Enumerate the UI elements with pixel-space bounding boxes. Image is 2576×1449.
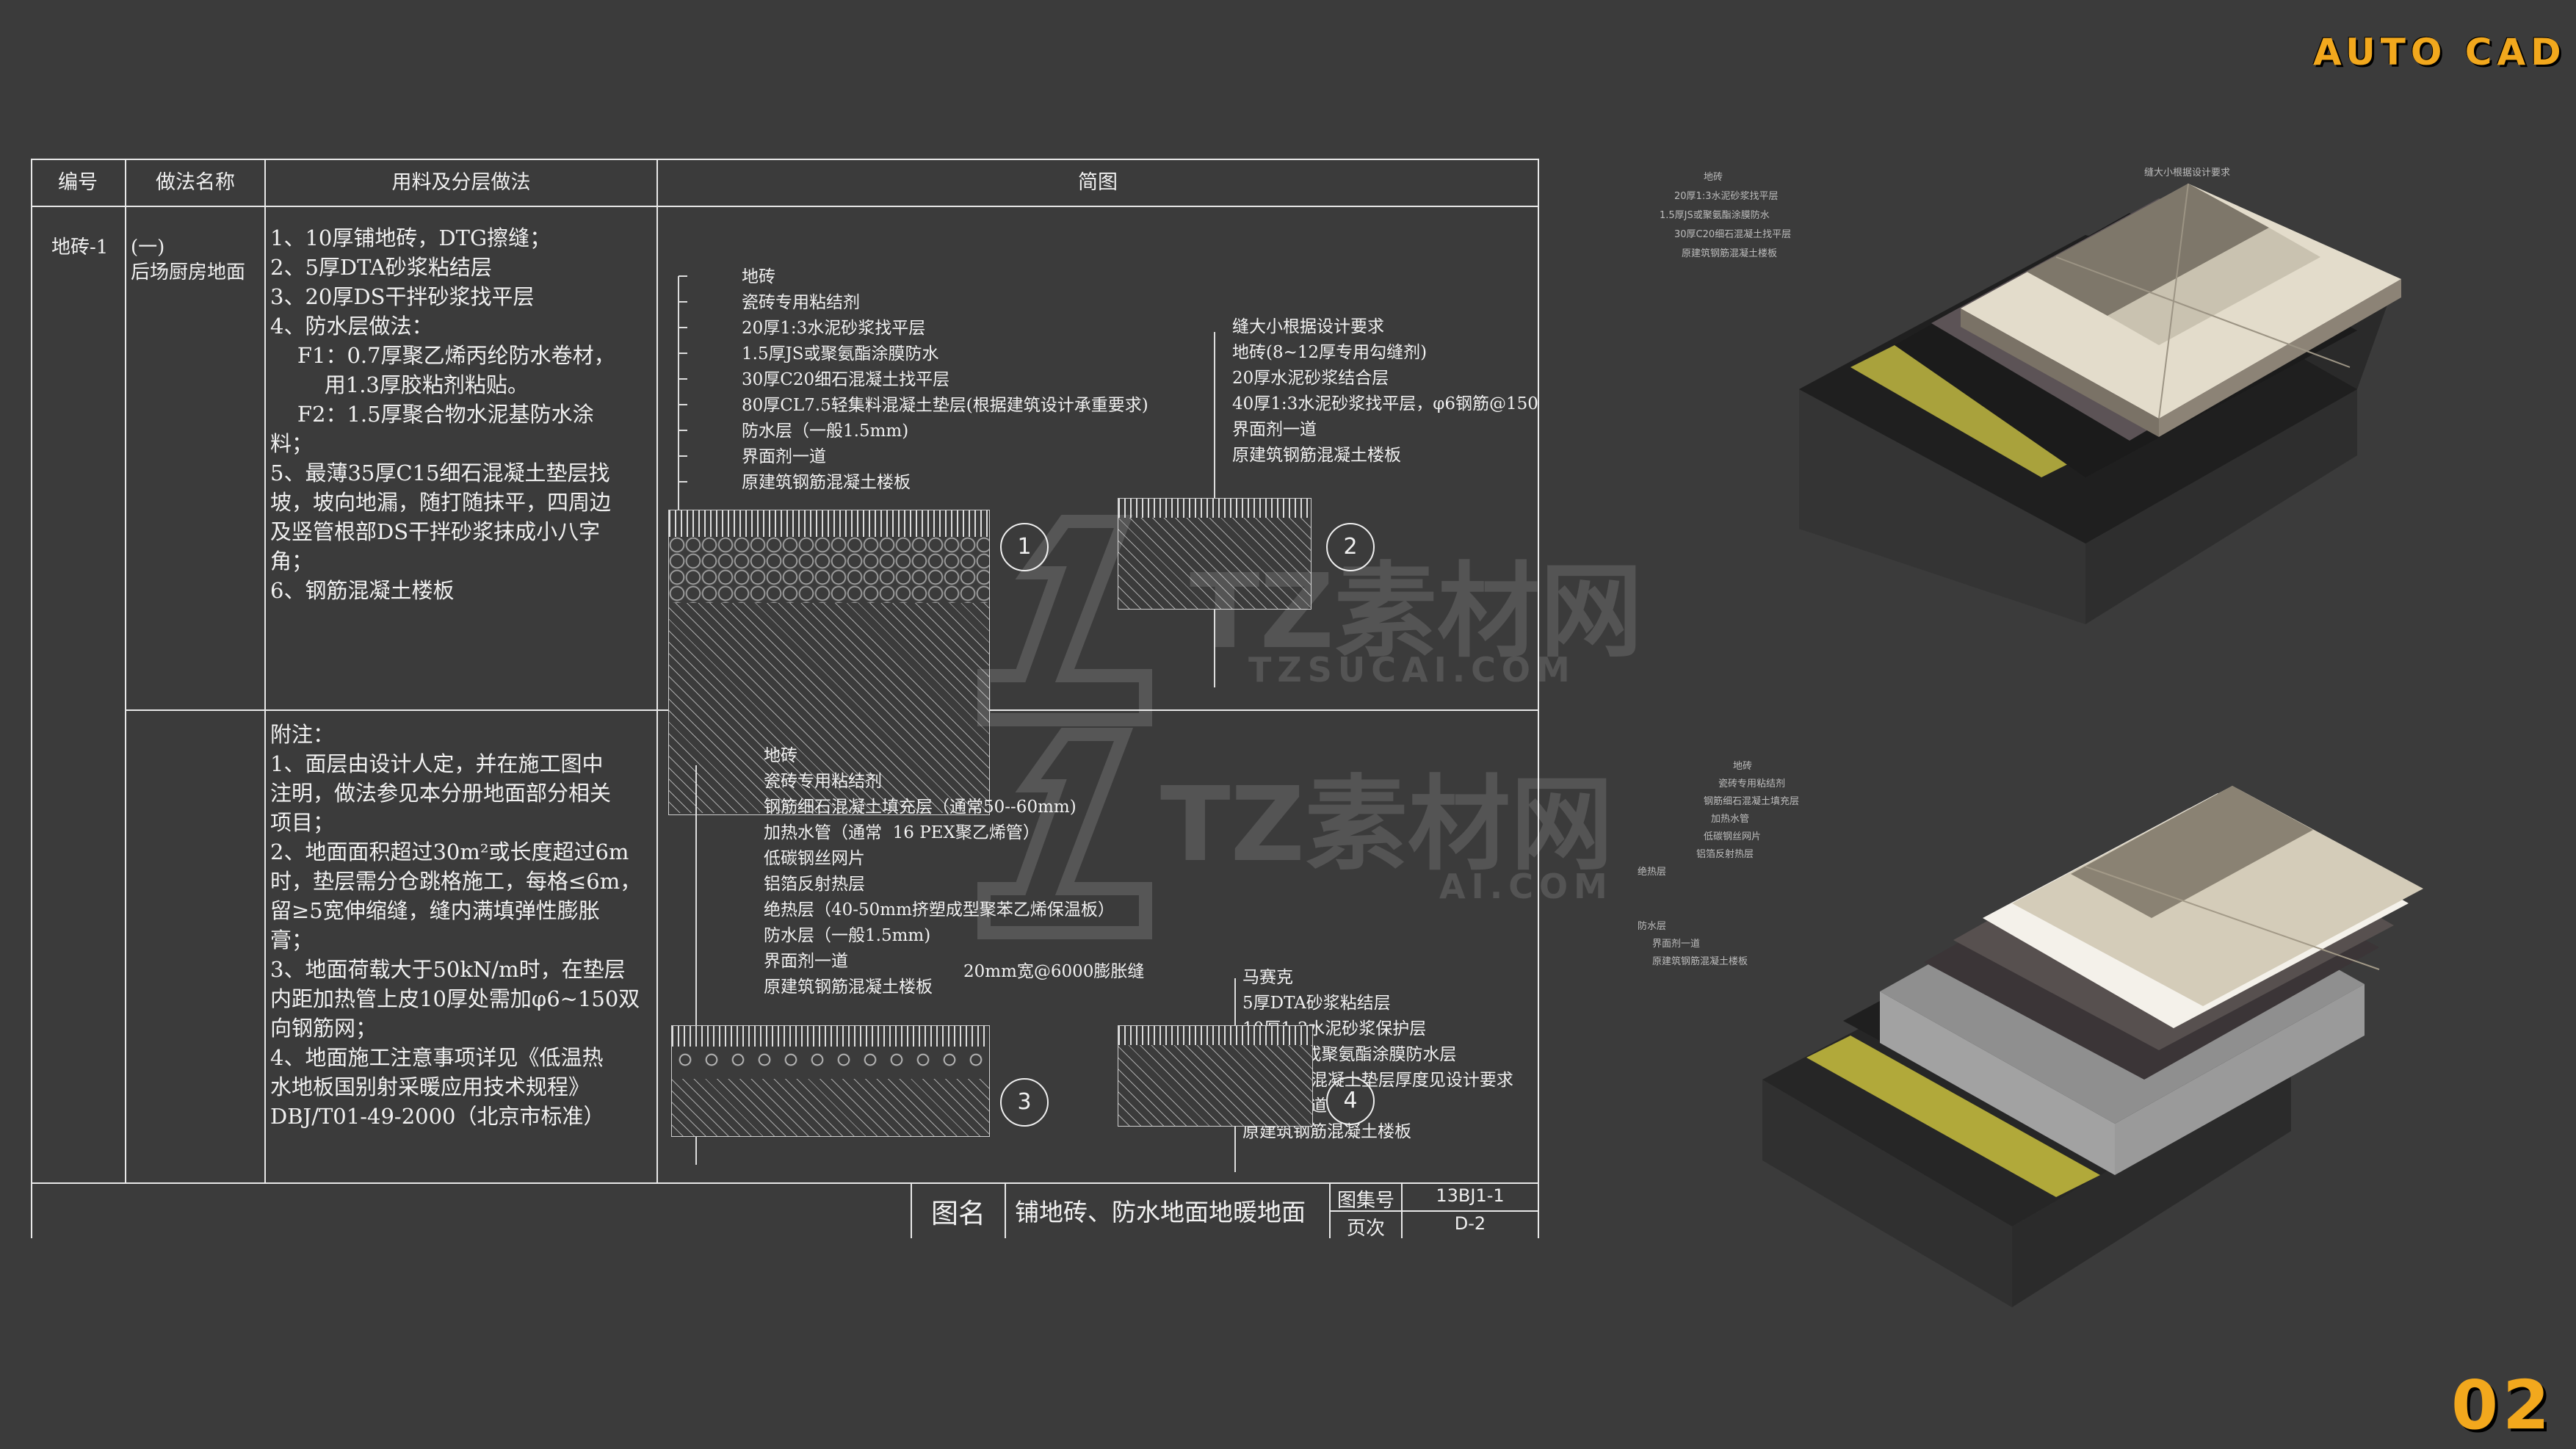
iso-bottom-label-5: 低碳钢丝网片 <box>1704 831 1762 842</box>
diagram-layer-label: 钢筋细石混凝土填充层（通常50--60mm) <box>764 798 1077 817</box>
diagram-3-section <box>671 1025 990 1137</box>
iso-top-label-3: 1.5厚JS或聚氨酯涂膜防水 <box>1660 210 1770 221</box>
diagram-4-section <box>1118 1025 1313 1127</box>
iso-render-bottom: 地砖 瓷砖专用粘结剂 钢筋细石混凝土填充层 加热水管 低碳钢丝网片 铝箔反射热层… <box>1630 749 2555 1322</box>
table-border-left <box>31 159 32 1238</box>
title-label: 图名 <box>931 1198 985 1229</box>
diagram-3-layers: 地砖瓷砖专用粘结剂钢筋细石混凝土填充层（通常50--60mm) 加热水管（通常 1… <box>764 743 1115 1000</box>
iso-render-top: 地砖 20厚1:3水泥砂浆找平层 1.5厚JS或聚氨酯涂膜防水 30厚C20细石… <box>1616 147 2541 646</box>
diagram-layer-label: 低碳钢丝网片 <box>764 849 865 868</box>
col-divider-1 <box>125 159 126 1184</box>
diagram-3-number: 3 <box>1000 1078 1049 1127</box>
iso-top-label-5: 原建筑钢筋混凝土楼板 <box>1682 248 1778 259</box>
diagram-1-number: 1 <box>1000 523 1049 571</box>
watermark-url-bottom: AI.COM <box>1439 867 1613 906</box>
diagram-layer-label: 瓷砖专用粘结剂 <box>764 772 882 791</box>
diagram-layer-label: 原建筑钢筋混凝土楼板 <box>742 473 911 492</box>
diagram-layer-label: 原建筑钢筋混凝土楼板 <box>1232 446 1401 465</box>
watermark-logo-bottom <box>977 728 1152 939</box>
col-divider-3 <box>656 159 658 1184</box>
col-divider-2 <box>264 159 266 1184</box>
row1-code: 地砖-1 <box>51 236 109 259</box>
page-label: 页次 <box>1346 1218 1385 1240</box>
row1-method: (一) 后场厨房地面 <box>131 236 246 283</box>
row1-materials: 1、10厚铺地砖，DTG擦缝； 2、5厚DTA砂浆粘结层 3、20厚DS干拌砂浆… <box>270 225 615 603</box>
diagram-layer-label: 1.5厚JS或聚氨酯涂膜防水 <box>742 344 939 364</box>
watermark-logo-top <box>977 515 1152 726</box>
diagram-layer-label: 40厚1:3水泥砂浆找平层，φ6钢筋@150 <box>1232 394 1538 413</box>
diagram-4-number: 4 <box>1326 1077 1375 1125</box>
diagram-layer-label: 界面剂一道 <box>1232 420 1317 439</box>
iso-top-label-1: 地砖 <box>1704 172 1723 183</box>
table-border-right <box>1538 159 1539 1238</box>
iso-top-label-6: 缝大小根据设计要求 <box>2144 167 2231 178</box>
iso-bottom-label-6: 铝箔反射热层 <box>1696 849 1754 860</box>
row2-notes: 附注： 1、面层由设计人定，并在施工图中 注明，做法参见本分册地面部分相关 项目… <box>270 722 642 1129</box>
cad-sheet: 编号 做法名称 用料及分层做法 简图 地砖-1 (一) 后场厨房地面 1、10厚… <box>31 159 1539 1240</box>
diagram-layer-label: 地砖(8~12厚专用勾缝剂) <box>1232 343 1428 362</box>
diagram-layer-label: 防水层（一般1.5mm) <box>764 926 931 945</box>
diagram-1-section <box>668 510 990 815</box>
title-name: 铺地砖、防水地面地暖地面 <box>1015 1198 1306 1226</box>
iso-bottom-label-9: 界面剂一道 <box>1652 939 1701 950</box>
iso-top-label-2: 20厚1:3水泥砂浆找平层 <box>1674 191 1779 202</box>
diagram-2-layers: 缝大小根据设计要求地砖(8~12厚专用勾缝剂) 20厚水泥砂浆结合层 40厚1:3水… <box>1232 314 1538 469</box>
iso-top-label-4: 30厚C20细石混凝土找平层 <box>1674 229 1792 240</box>
iso-layers-bottom <box>1762 786 2423 1307</box>
iso-layers-top <box>1799 183 2401 624</box>
diagram-layer-label: 地砖 <box>764 746 797 765</box>
diagram-layer-label: 30厚C20细石混凝土找平层 <box>742 370 950 389</box>
iso-bottom-label-10: 原建筑钢筋混凝土楼板 <box>1652 956 1748 967</box>
diagram-layer-label: 加热水管（通常 16 PEX聚乙烯管） <box>764 823 1040 842</box>
atlas-value: 13BJ1-1 <box>1436 1185 1505 1206</box>
diagram-layer-label: 地砖 <box>742 267 775 286</box>
atlas-label: 图集号 <box>1336 1190 1394 1212</box>
table-bottom-line <box>31 1182 1539 1184</box>
diagram-layer-label: 防水层（一般1.5mm) <box>742 422 909 441</box>
header-method: 做法名称 <box>156 171 235 194</box>
header-divider <box>31 206 1539 207</box>
iso-bottom-label-4: 加热水管 <box>1711 814 1750 825</box>
iso-bottom-label-1: 地砖 <box>1733 761 1753 772</box>
brand-logo: AUTO CAD <box>2313 31 2566 73</box>
watermark-bottom: TZ素材网 <box>1160 765 1614 885</box>
diagram-2-section <box>1118 498 1311 610</box>
diagram-layer-label: 绝热层（40-50mm挤塑成型聚苯乙烯保温板） <box>764 900 1115 919</box>
header-code: 编号 <box>58 171 98 194</box>
diagram-layer-label: 马赛克 <box>1242 968 1293 987</box>
watermark-top: TZ素材网 <box>1190 552 1643 672</box>
diagram-layer-label: 20厚水泥砂浆结合层 <box>1232 369 1389 388</box>
diagram-layer-label: 20厚1:3水泥砂浆找平层 <box>742 319 926 338</box>
iso-bottom-label-2: 瓷砖专用粘结剂 <box>1718 778 1786 789</box>
diagram-2-number: 2 <box>1326 523 1375 571</box>
table-border-top <box>31 159 1539 160</box>
diagram-layer-label: 80厚CL7.5轻集料混凝土垫层(根据建筑设计承重要求) <box>742 396 1148 415</box>
diagram-3-joint: 20mm宽@6000膨胀缝 <box>963 962 1145 981</box>
page-number: 02 <box>2451 1366 2555 1445</box>
diagram-1-layers: 地砖瓷砖专用粘结剂 20厚1:3水泥砂浆找平层 1.5厚JS或聚氨酯涂膜防水 30厚C… <box>742 264 1148 496</box>
header-materials: 用料及分层做法 <box>391 171 531 194</box>
iso-bottom-label-3: 钢筋细石混凝土填充层 <box>1704 796 1800 807</box>
iso-bottom-label-7: 绝热层 <box>1638 867 1667 878</box>
diagram-layer-label: 铝箔反射热层 <box>764 875 865 894</box>
header-diagram: 简图 <box>1078 171 1118 194</box>
watermark-url-top: TZSUCAI.COM <box>1248 650 1576 690</box>
diagram-layer-label: 5厚DTA砂浆粘结层 <box>1242 994 1391 1013</box>
diagram-layer-label: 缝大小根据设计要求 <box>1232 317 1384 336</box>
diagram-layer-label: 界面剂一道 <box>742 447 826 466</box>
page-value: D-2 <box>1454 1213 1486 1234</box>
iso-bottom-label-8: 防水层 <box>1638 921 1667 932</box>
diagram-layer-label: 瓷砖专用粘结剂 <box>742 293 860 312</box>
diagram-layer-label: 原建筑钢筋混凝土楼板 <box>764 978 933 997</box>
diagram-layer-label: 界面剂一道 <box>764 952 848 971</box>
